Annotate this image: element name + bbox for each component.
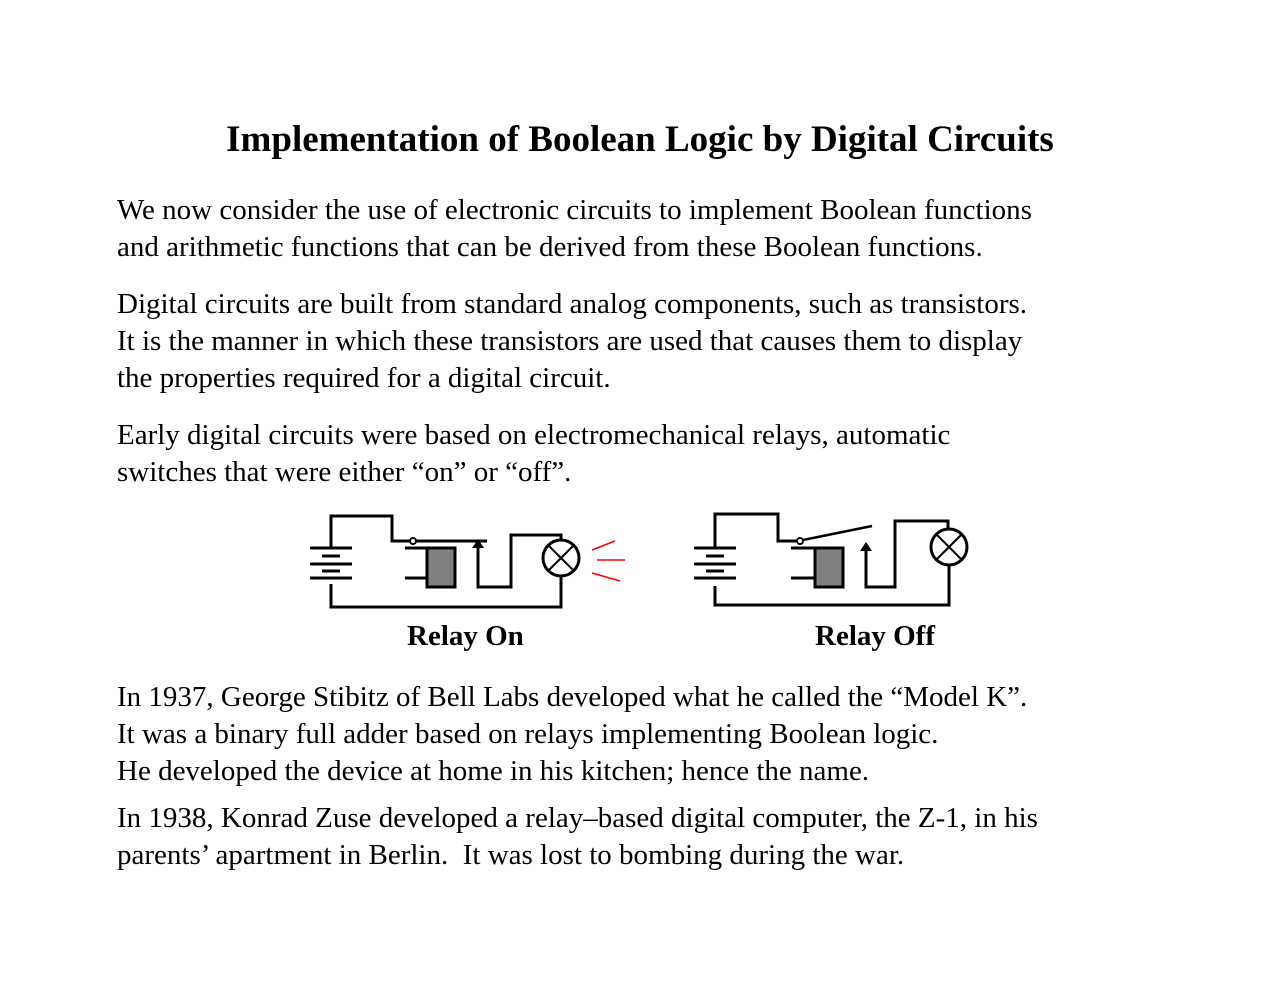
paragraph-relays: Early digital circuits were based on ele… — [117, 419, 951, 488]
relay-off-caption: Relay Off — [815, 620, 935, 652]
paragraph-transistors: Digital circuits are built from standard… — [117, 288, 1028, 394]
relay-off-diagram — [694, 512, 969, 607]
paragraph-stibitz: In 1937, George Stibitz of Bell Labs dev… — [117, 681, 1028, 787]
relay-on-caption: Relay On — [407, 620, 524, 652]
lamp-icon — [541, 538, 581, 578]
paragraph-zuse: In 1938, Konrad Zuse developed a relay–b… — [117, 802, 1038, 871]
battery-icon — [694, 546, 736, 580]
battery-icon — [310, 546, 352, 580]
relay-coil — [813, 546, 845, 589]
paragraph-intro: We now consider the use of electronic ci… — [117, 194, 1032, 263]
lamp-icon — [929, 527, 969, 567]
relay-coil — [425, 546, 457, 589]
slide-title: Implementation of Boolean Logic by Digit… — [226, 119, 1054, 160]
light-rays-icon — [591, 540, 625, 582]
relay-on-diagram — [310, 514, 625, 609]
